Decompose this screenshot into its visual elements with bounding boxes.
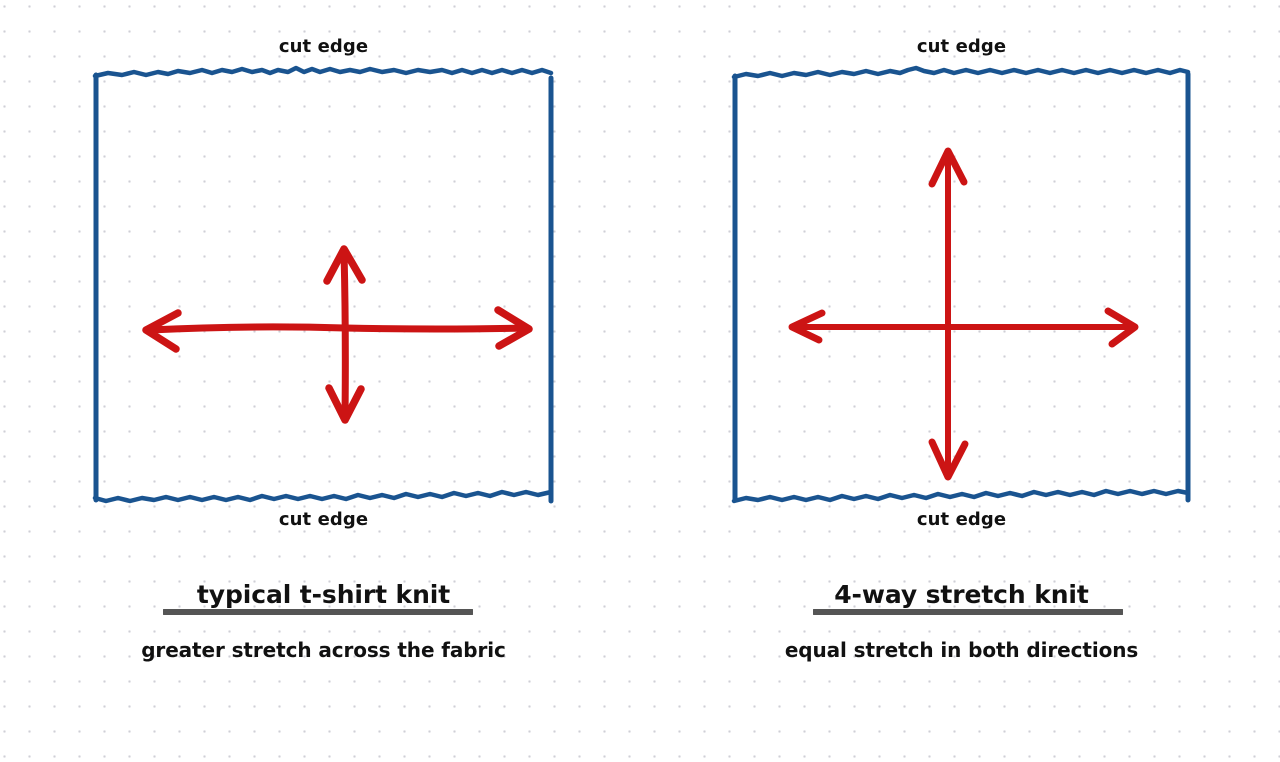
- panel-title-underline: [163, 609, 473, 615]
- panel-title: typical t-shirt knit: [196, 580, 451, 609]
- fabric-bottom-cut-edge-line: [731, 488, 1191, 504]
- fabric-bottom-cut-edge-line: [92, 489, 554, 504]
- panel-title: 4-way stretch knit: [834, 580, 1089, 609]
- horizontal-stretch-arrow-right: [788, 307, 1139, 348]
- stretch-arrows-right: [788, 147, 1139, 481]
- panel-caption: greater stretch across the fabric: [141, 638, 506, 662]
- stretch-arrows-left: [142, 245, 533, 424]
- vertical-stretch-arrow-right: [928, 147, 969, 481]
- cut-edge-label-top: cut edge: [278, 36, 369, 57]
- cut-edge-label-bottom: cut edge: [278, 509, 369, 530]
- fabric-swatch-left: [92, 65, 554, 504]
- fabric-top-cut-edge-line: [731, 65, 1191, 80]
- panel-caption: equal stretch in both directions: [784, 638, 1139, 662]
- vertical-stretch-arrow-left: [323, 245, 366, 424]
- horizontal-stretch-arrow-left: [142, 306, 533, 353]
- cut-edge-label-top: cut edge: [916, 36, 1007, 57]
- fabric-swatch-right: [731, 65, 1191, 504]
- cut-edge-label-bottom: cut edge: [916, 509, 1007, 530]
- fabric-top-cut-edge-line: [92, 65, 554, 79]
- panel-title-underline: [813, 609, 1123, 615]
